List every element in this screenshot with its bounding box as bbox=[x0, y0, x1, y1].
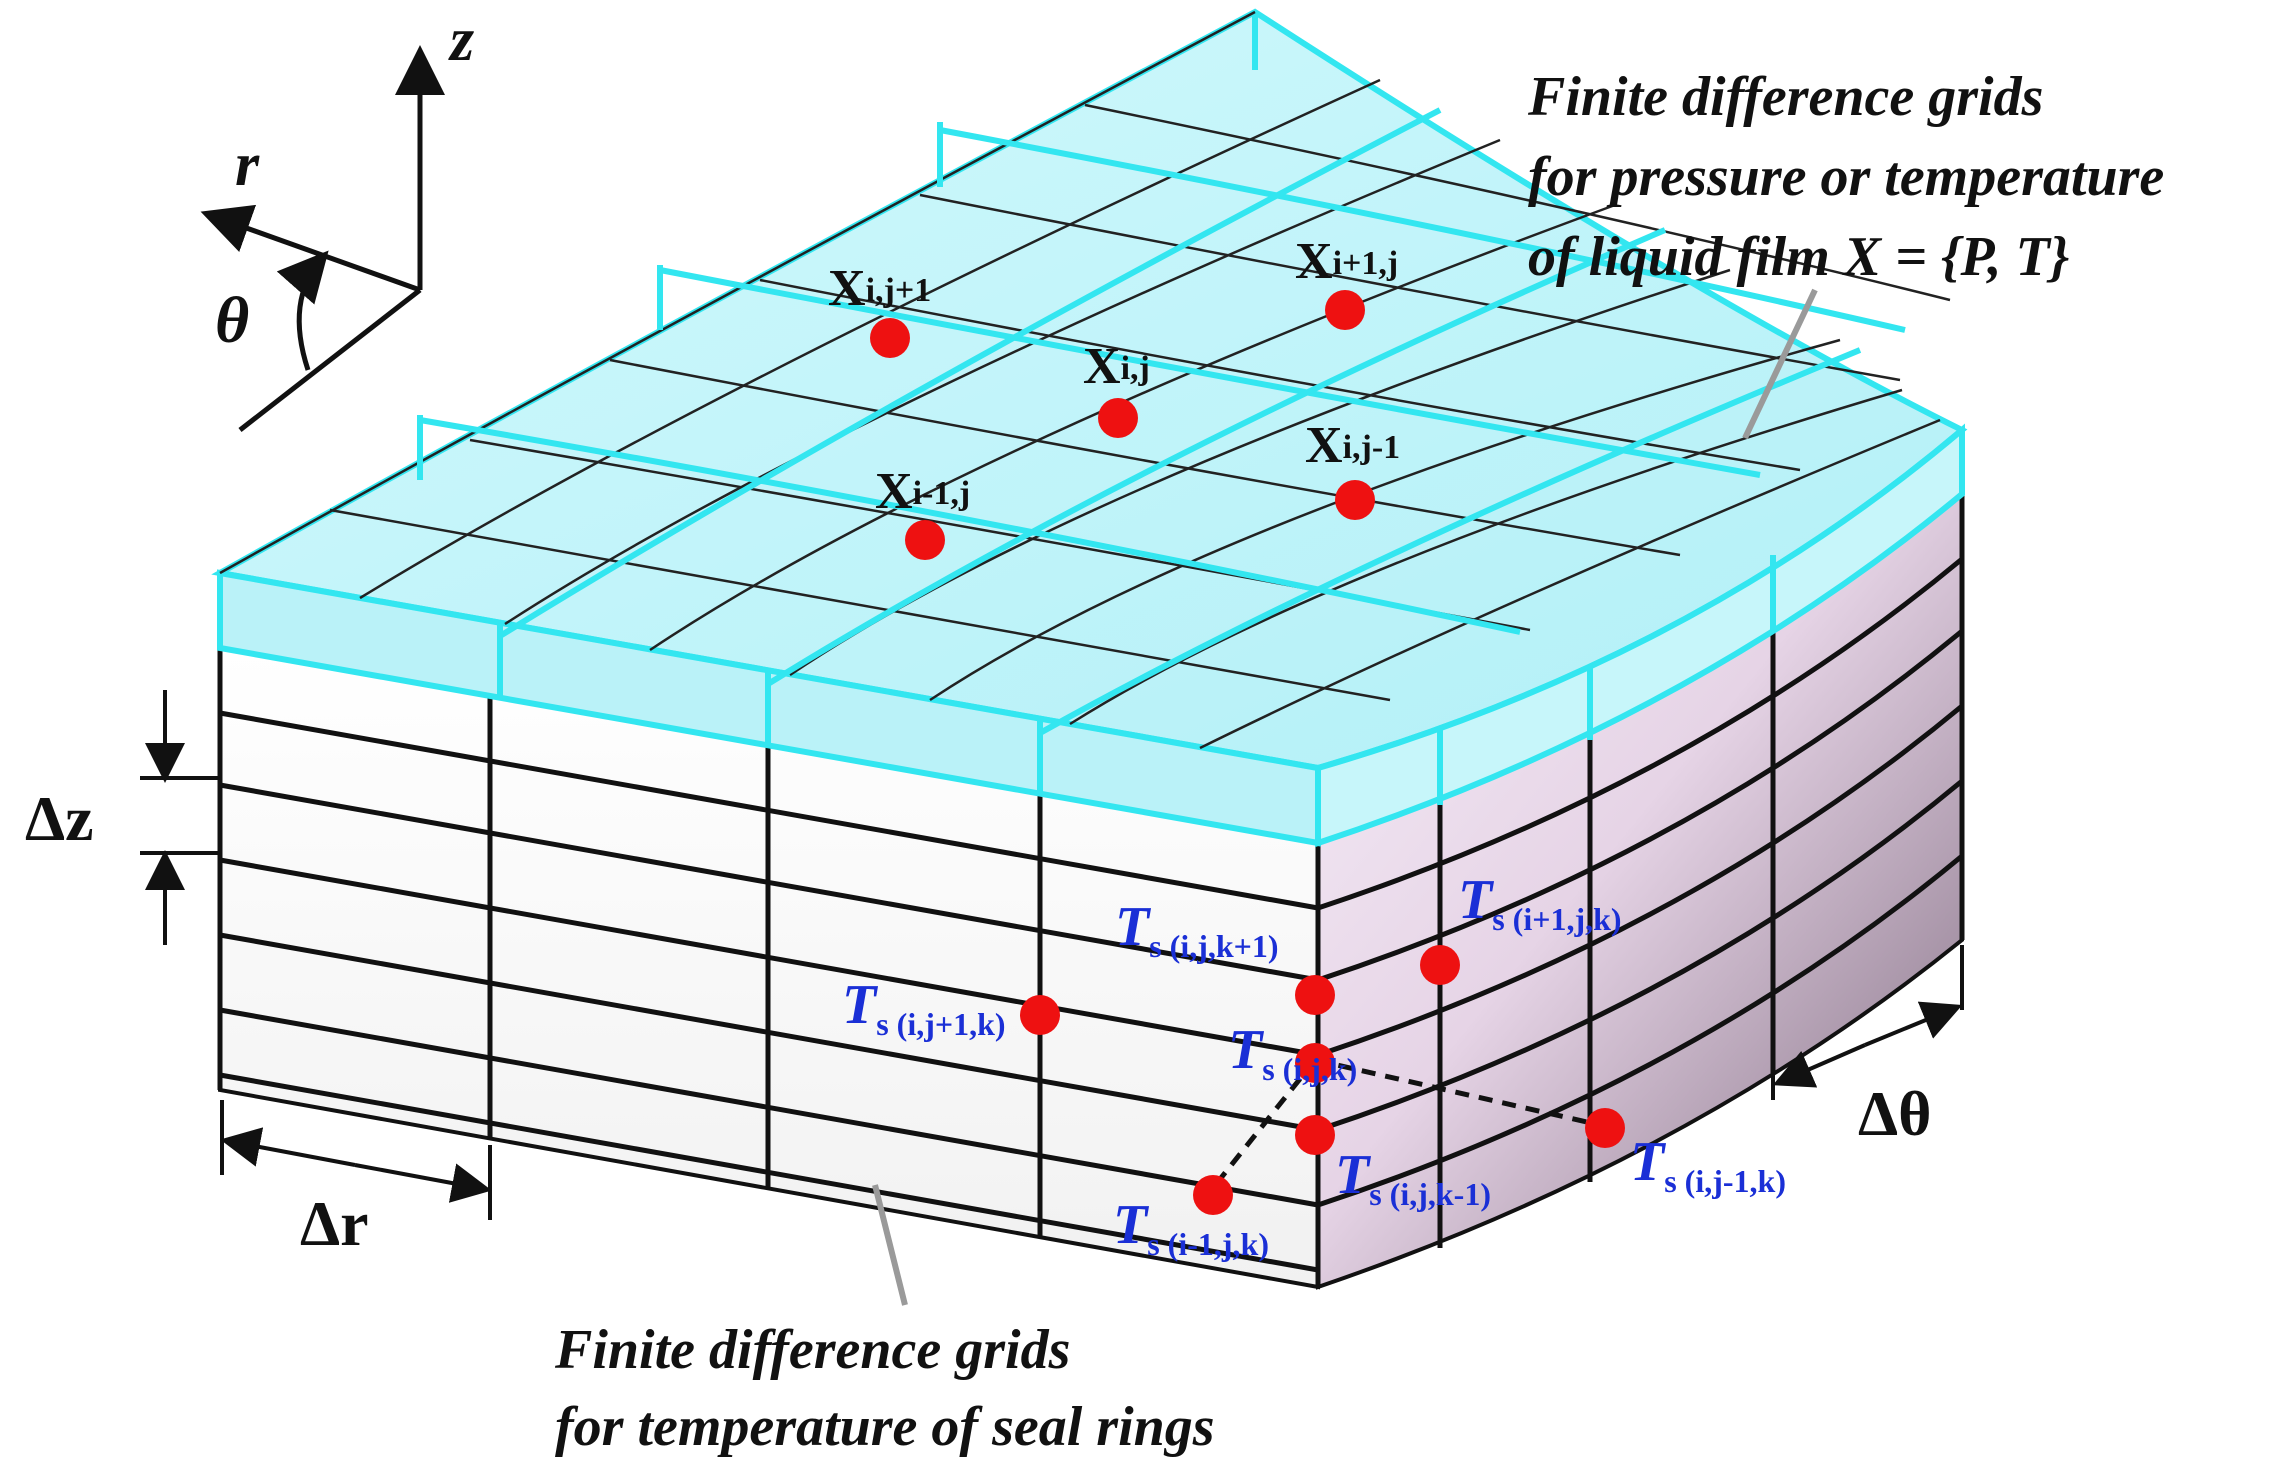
delta-r-dimension bbox=[220, 1100, 492, 1220]
theta-axis-line bbox=[238, 288, 422, 432]
film-node-dots bbox=[870, 290, 1375, 560]
node-x-i-minus-1-j bbox=[905, 520, 945, 560]
node-ts-i-minus-1-j-k bbox=[1193, 1175, 1233, 1215]
label-ts-i-j-minus-1-k: Ts (i,j-1,k) bbox=[1630, 1131, 1786, 1199]
theta-axis-label: θ bbox=[215, 284, 249, 357]
seal-grid-caption: Finite difference grids for temperature … bbox=[554, 1319, 1215, 1458]
label-x-i-plus-1-j: Xi+1,j bbox=[1295, 233, 1398, 290]
seal-side-vertical-lines bbox=[1437, 494, 1965, 1248]
r-axis-label: r bbox=[235, 131, 260, 199]
delta-theta-dimension bbox=[1771, 945, 1964, 1100]
film-caption-line-1: Finite difference grids bbox=[1527, 66, 2043, 128]
label-ts-i-plus-1-j-k: Ts (i+1,j,k) bbox=[1458, 869, 1622, 937]
seal-node-labels: Ts (i,j,k+1) Ts (i+1,j,k) Ts (i,j+1,k) T… bbox=[842, 869, 1786, 1262]
node-x-i-j bbox=[1098, 398, 1138, 438]
delta-z-label: Δz bbox=[25, 783, 94, 854]
z-axis-label: z bbox=[448, 6, 474, 74]
caption-leaders bbox=[872, 288, 1818, 1306]
label-ts-i-j-k: Ts (i,j,k) bbox=[1228, 1019, 1357, 1087]
film-side-face bbox=[1315, 423, 1965, 848]
r-axis-arrow bbox=[200, 204, 421, 293]
delta-r-label: Δr bbox=[300, 1188, 369, 1259]
delta-theta-label: Δθ bbox=[1858, 1078, 1932, 1149]
film-caption-line-2: for pressure or temperature bbox=[1528, 146, 2164, 208]
seal-caption-line-1: Finite difference grids bbox=[554, 1319, 1070, 1381]
theta-arc-arrow bbox=[276, 250, 329, 371]
label-x-i-minus-1-j: Xi-1,j bbox=[875, 463, 970, 520]
label-ts-i-j-k-minus-1: Ts (i,j,k-1) bbox=[1335, 1144, 1491, 1212]
seal-front-vertical-lines bbox=[217, 648, 1321, 1287]
film-grid-caption: Finite difference grids for pressure or … bbox=[1527, 66, 2164, 288]
label-x-i-j: Xi,j bbox=[1083, 338, 1150, 395]
node-x-i-j-plus-1 bbox=[870, 318, 910, 358]
label-x-i-j-minus-1: Xi,j-1 bbox=[1305, 417, 1400, 474]
film-caption-line-3: of liquid film X = {P, T} bbox=[1528, 226, 2069, 288]
delta-z-dimension bbox=[140, 690, 220, 945]
node-ts-i-plus-1-j-k bbox=[1420, 945, 1460, 985]
film-node-labels: Xi,j+1 Xi+1,j Xi,j Xi,j-1 Xi-1,j bbox=[828, 233, 1400, 520]
node-ts-i-j-k-minus-1 bbox=[1295, 1115, 1335, 1155]
node-ts-i-j-minus-1-k bbox=[1585, 1108, 1625, 1148]
seal-side-layer-lines bbox=[1317, 557, 1964, 1208]
film-edge-ticks bbox=[417, 122, 1776, 805]
coordinate-axes bbox=[200, 45, 445, 432]
film-coarse-grid bbox=[419, 107, 1906, 736]
label-ts-i-j-k-plus-1: Ts (i,j,k+1) bbox=[1115, 896, 1279, 964]
liquid-film-layer bbox=[211, 8, 1968, 848]
label-x-i-j-plus-1: Xi,j+1 bbox=[828, 260, 931, 317]
node-ts-i-j-k-plus-1 bbox=[1295, 975, 1335, 1015]
seal-node-dots bbox=[1020, 945, 1625, 1215]
label-ts-i-minus-1-j-k: Ts (i-1,j,k) bbox=[1113, 1194, 1269, 1262]
node-x-i-j-minus-1 bbox=[1335, 480, 1375, 520]
stencil-dashed-lines bbox=[1211, 1057, 1601, 1190]
node-ts-i-j-plus-1-k bbox=[1020, 995, 1060, 1035]
seal-caption-line-2: for temperature of seal rings bbox=[555, 1396, 1215, 1458]
label-ts-i-j-plus-1-k: Ts (i,j+1,k) bbox=[842, 974, 1006, 1042]
node-x-i-plus-1-j bbox=[1325, 290, 1365, 330]
node-ts-i-j-k bbox=[1295, 1043, 1335, 1083]
